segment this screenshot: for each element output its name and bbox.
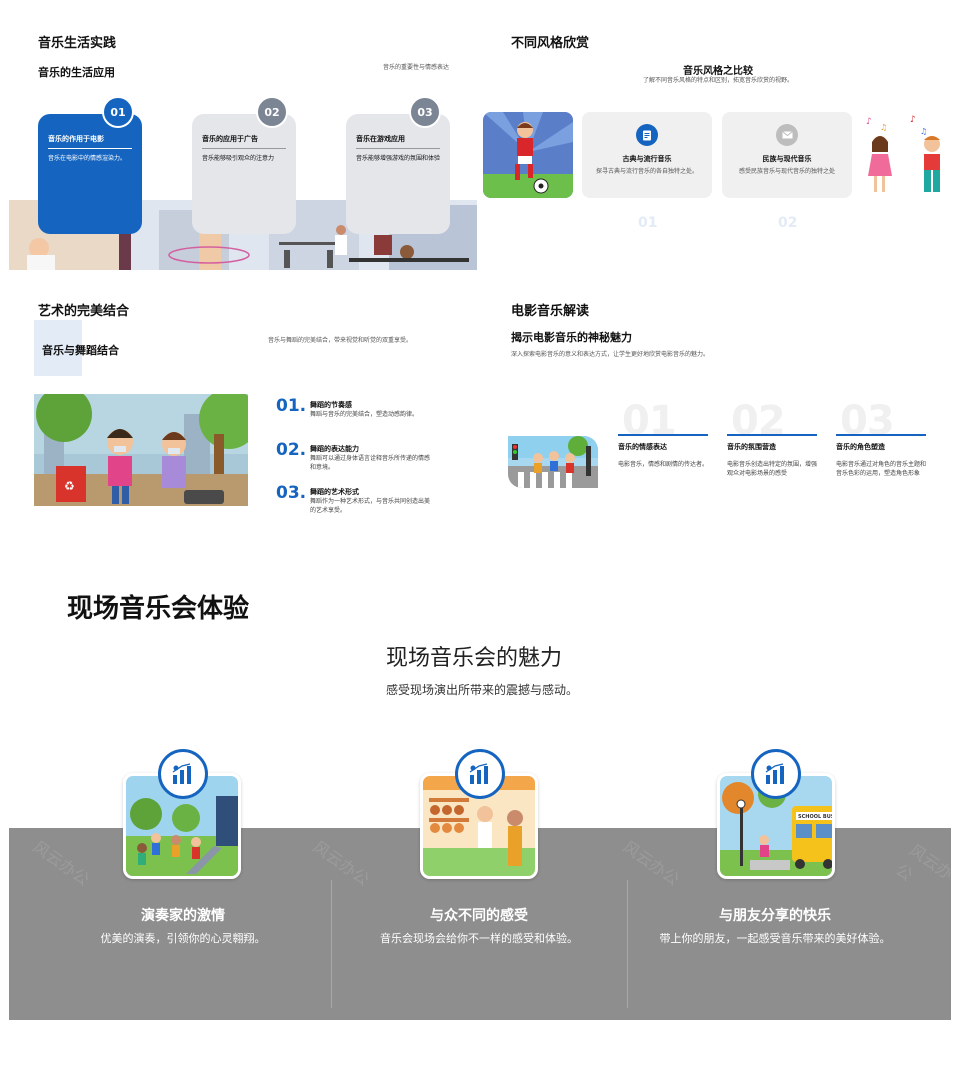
- slide2-title: 不同风格欣赏: [511, 36, 590, 51]
- card-title: 古典与流行音乐: [622, 155, 672, 163]
- card-title: 音乐的应用于广告: [202, 134, 286, 149]
- chart-icon: [751, 749, 801, 799]
- column-desc: 音乐会现场会给你不一样的感受和体验。: [380, 932, 578, 945]
- column-atmosphere: 音乐的氛围营造 电影音乐创造出特定的氛围，增强观众对电影场景的感受: [727, 434, 817, 478]
- slide3-title: 艺术的完美结合: [38, 304, 130, 319]
- column-number: 03: [840, 398, 895, 444]
- card-number: 01: [638, 215, 658, 231]
- column-character: 音乐的角色塑造 电影音乐通过对角色的音乐主题和音乐色彩的运用，塑造角色形象: [836, 434, 926, 478]
- column-number: 01: [622, 398, 677, 444]
- card-desc: 音乐能够增强游戏的氛围和体验: [356, 155, 441, 162]
- slide4-desc: 深入探索电影音乐的意义和表达方式，让学生更好地欣赏电影音乐的魅力。: [511, 351, 710, 358]
- crosswalk-illustration: [508, 436, 598, 488]
- column-desc: 带上你的朋友，一起感受音乐带来的美好体验。: [659, 932, 891, 945]
- item-title: 舞蹈的表达能力: [310, 445, 359, 453]
- slide2-heading: 音乐风格之比较: [683, 66, 753, 77]
- singing-kids-illustration: ♪ ♫ ♪ ♫: [860, 112, 952, 198]
- slide3-subtitle: 音乐与舞蹈结合: [42, 344, 119, 357]
- card-number: 02: [778, 215, 798, 231]
- slide4-subtitle: 揭示电影音乐的神秘魅力: [511, 331, 632, 344]
- card-game-music[interactable]: 音乐在游戏应用 音乐能够增强游戏的氛围和体验: [346, 114, 450, 234]
- card-classical-pop[interactable]: 古典与流行音乐 探寻古典与流行音乐的各自独特之处。: [582, 112, 712, 198]
- card-desc: 探寻古典与流行音乐的各自独特之处。: [595, 168, 698, 175]
- soccer-player-illustration: [483, 112, 573, 198]
- slide1-note: 音乐的重要性与情感表达: [383, 64, 450, 71]
- card-desc: 音乐在电影中的情感渲染力。: [48, 155, 127, 162]
- card-desc: 音乐能够吸引观众的注意力: [202, 155, 275, 162]
- slide1-title: 音乐生活实践: [38, 36, 117, 51]
- item-desc: 舞蹈与音乐的完美结合，塑造动感韵律。: [310, 411, 419, 418]
- slide1-subtitle: 音乐的生活应用: [38, 66, 115, 79]
- column-title: 音乐的角色塑造: [836, 443, 885, 451]
- slide5-heading: 现场音乐会的魅力: [386, 646, 563, 671]
- chart-icon: [455, 749, 505, 799]
- card-folk-modern[interactable]: 民族与现代音乐 感受民族音乐与现代音乐的独特之处: [722, 112, 852, 198]
- card-ad-music[interactable]: 音乐的应用于广告 音乐能够吸引观众的注意力: [192, 114, 296, 234]
- slide5-desc: 感受现场演出所带来的震撼与感动。: [386, 683, 579, 697]
- playground-illustration: [123, 773, 241, 879]
- svg-text:♫: ♫: [880, 123, 887, 132]
- item-desc: 舞蹈作为一种艺术形式，与音乐共同创造出美的艺术享受。: [310, 498, 431, 514]
- column-divider: [627, 880, 628, 1008]
- column-title: 与众不同的感受: [430, 908, 528, 924]
- card-title: 音乐的作用于电影: [48, 134, 132, 149]
- slide5-title: 现场音乐会体验: [67, 594, 250, 624]
- column-title: 与朋友分享的快乐: [719, 908, 831, 924]
- column-number: 02: [731, 398, 786, 444]
- item-title: 舞蹈的节奏感: [310, 401, 352, 409]
- column-title: 音乐的氛围营造: [727, 443, 776, 451]
- svg-text:♪: ♪: [910, 115, 916, 125]
- svg-text:♻: ♻: [64, 479, 75, 493]
- card-number-badge: 03: [409, 96, 441, 128]
- column-divider: [331, 880, 332, 1008]
- column-desc: 电影音乐通过对角色的音乐主题和音乐色彩的运用，塑造角色形象: [836, 461, 927, 477]
- document-icon: [636, 124, 658, 146]
- svg-text:♫: ♫: [920, 127, 927, 136]
- slide2-desc: 了解不同音乐风格的特点和区别，拓宽音乐欣赏的视野。: [642, 77, 793, 84]
- card-number-badge: 02: [256, 96, 288, 128]
- card-desc: 感受民族音乐与现代音乐的独特之处: [738, 168, 835, 175]
- column-emotion: 音乐的情感表达 电影音乐，情感和剧情的传达者。: [618, 434, 708, 469]
- item-number: 03.: [276, 483, 307, 503]
- mail-icon: [776, 124, 798, 146]
- subtitle-highlight-box: [34, 320, 82, 376]
- slide4-title: 电影音乐解读: [511, 304, 590, 319]
- item-number: 01.: [276, 396, 307, 416]
- slide3-desc: 音乐与舞蹈的完美结合，带来视觉和听觉的双重享受。: [268, 337, 413, 344]
- item-number: 02.: [276, 440, 307, 460]
- column-title: 演奏家的激情: [141, 908, 225, 924]
- column-title: 音乐的情感表达: [618, 443, 667, 451]
- svg-text:♪: ♪: [866, 117, 872, 127]
- item-desc: 舞蹈可以通过身体语言诠释音乐所传递的情感和意境。: [310, 455, 431, 471]
- card-title: 民族与现代音乐: [762, 155, 812, 163]
- column-desc: 电影音乐创造出特定的氛围，增强观众对电影场景的感受: [727, 461, 818, 477]
- bus-label: SCHOOL BUS: [798, 814, 835, 820]
- chart-icon: [158, 749, 208, 799]
- column-desc: 优美的演奏，引领你的心灵翱翔。: [100, 932, 266, 945]
- item-title: 舞蹈的艺术形式: [310, 488, 359, 496]
- column-desc: 电影音乐，情感和剧情的传达者。: [618, 461, 709, 468]
- kids-recycling-illustration: ♻: [34, 394, 248, 506]
- card-film-music[interactable]: 音乐的作用于电影 音乐在电影中的情感渲染力。: [38, 114, 142, 234]
- card-number-badge: 01: [102, 96, 134, 128]
- card-title: 音乐在游戏应用: [356, 134, 440, 149]
